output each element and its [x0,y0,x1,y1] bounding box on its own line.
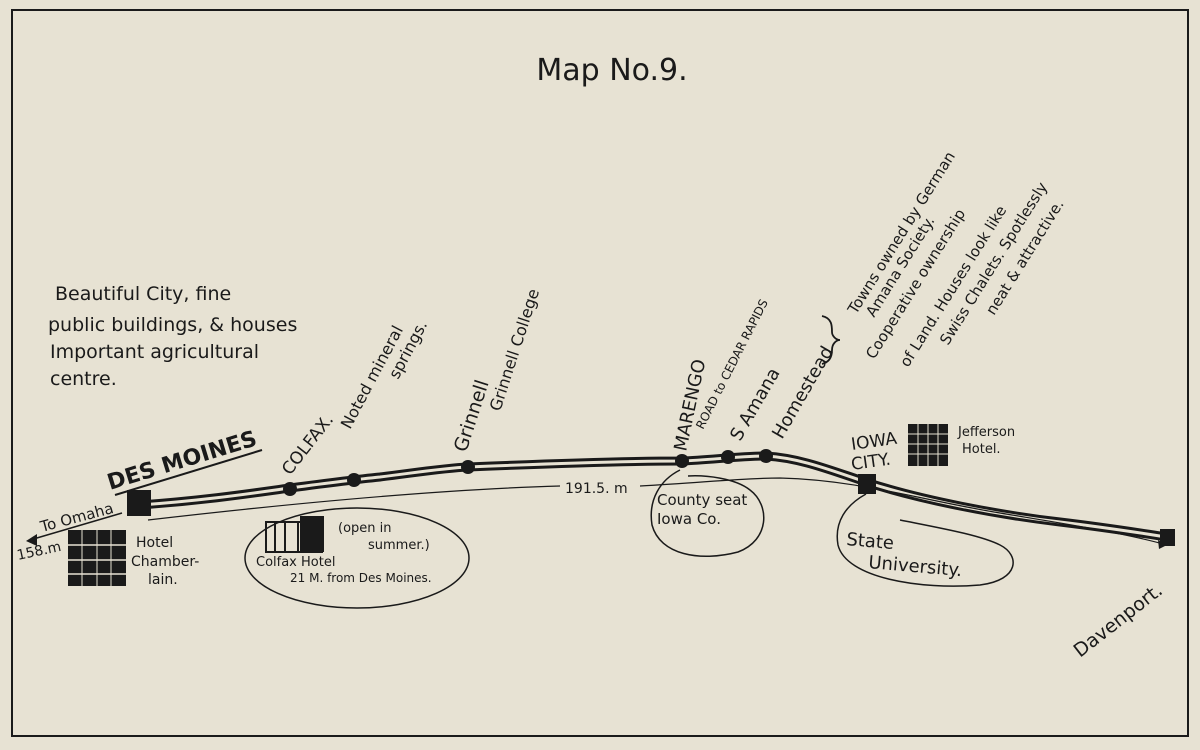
map-title: Map No.9. [536,53,687,88]
colfax-summer-label: summer.) [368,538,430,553]
des-moines-station [127,490,151,516]
amana-note: Towns owned by German Amana Society. Coo… [844,148,1068,370]
marengo-bubble-line-2: Iowa Co. [657,510,721,528]
south-amana-station-dot [721,450,735,464]
city-label-colfax: COLFAX. [278,410,338,479]
station-dot [347,473,361,487]
svg-text:Hotel: Hotel [136,535,173,551]
city-label-des-moines: DES MOINES [104,427,259,496]
davenport-station [1160,529,1175,546]
marengo-station-dot [675,454,689,468]
amana-brace [821,315,841,365]
svg-text:lain.: lain. [148,572,178,588]
city-label-grinnell: Grinnell [450,377,494,454]
colfax-bubble [244,507,470,609]
colfax-note: Noted mineral springs. [337,317,431,432]
arrow-left [26,534,37,546]
jefferson-hotel-icon [908,424,948,466]
route-mileage: 191.5. m [565,481,628,497]
grinnell-college-label: Grinnell College [486,286,543,413]
svg-text:centre.: centre. [50,368,117,390]
hotel-chamberlain-icon [68,530,126,586]
des-moines-mileage: 158.m [16,539,63,564]
hotel-chamberlain-label: Hotel Chamber- lain. [131,535,199,588]
iowa-city-bubble [836,493,1014,587]
colfax-open-label: (open in [338,521,392,536]
jefferson-hotel-line-2: Hotel. [962,442,1001,457]
des-moines-note: Beautiful City, fine public buildings, &… [48,283,297,390]
jefferson-hotel-line-1: Jefferson [957,425,1015,440]
svg-text:public buildings, & houses: public buildings, & houses [48,314,297,336]
city-label-homestead: Homestead [768,343,838,443]
iowa-city-station [858,474,876,494]
colfax-station-dot [283,482,297,496]
marengo-bubble [650,469,765,558]
iowa-city-bubble-line-1: State [846,529,895,554]
svg-text:Important agricultural: Important agricultural [50,341,259,363]
des-moines-underline [114,449,263,496]
colfax-hotel-icon [265,516,324,553]
marengo-bubble-line-1: County seat [657,491,747,509]
grinnell-station-dot [461,460,475,474]
colfax-distance-label: 21 M. from Des Moines. [290,571,432,585]
omaha-arrow-line [29,512,123,541]
colfax-hotel-label: Colfax Hotel [256,555,335,570]
homestead-station-dot [759,449,773,463]
map-border [11,9,1189,737]
city-label-city: CITY. [850,450,892,475]
city-label-davenport: Davenport. [1070,579,1167,662]
svg-text:Chamber-: Chamber- [131,554,199,570]
svg-text:Beautiful City, fine: Beautiful City, fine [55,283,231,305]
